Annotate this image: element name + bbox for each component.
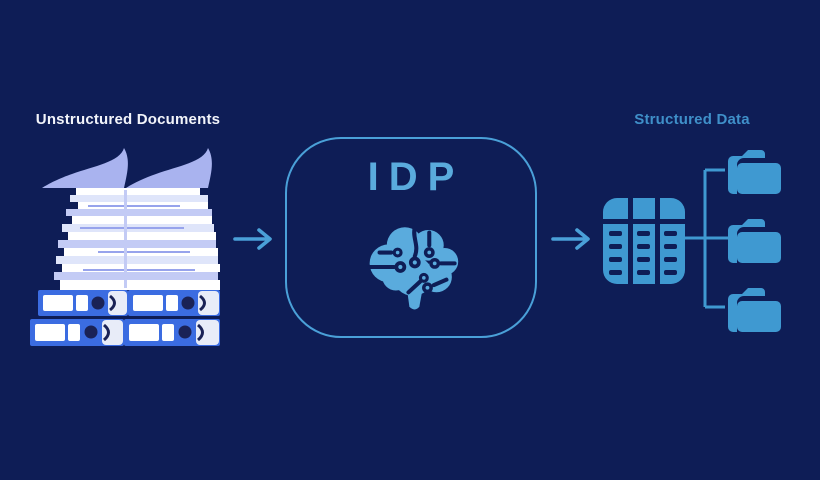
tree-connector-lines [685, 168, 731, 309]
structured-data-illustration [603, 150, 781, 332]
unstructured-documents-label: Unstructured Documents [35, 111, 221, 128]
idp-label: IDP [367, 155, 465, 199]
idp-process-box [285, 137, 537, 338]
structured-data-label: Structured Data [634, 111, 750, 128]
brain-circuit-icon [367, 225, 459, 310]
paper-layers [54, 188, 220, 290]
circuit-traces [367, 225, 457, 295]
folder-icon [728, 288, 781, 332]
paper-stack-icon [30, 148, 220, 346]
circuit-nodes [392, 247, 441, 294]
curled-sheets [42, 148, 212, 188]
folder-icon [728, 150, 781, 194]
database-table-icon [603, 198, 685, 284]
folder-icon [728, 219, 781, 263]
arrow-right-icon [551, 228, 590, 250]
binder-icon [30, 290, 220, 346]
arrow-right-icon [233, 228, 272, 250]
